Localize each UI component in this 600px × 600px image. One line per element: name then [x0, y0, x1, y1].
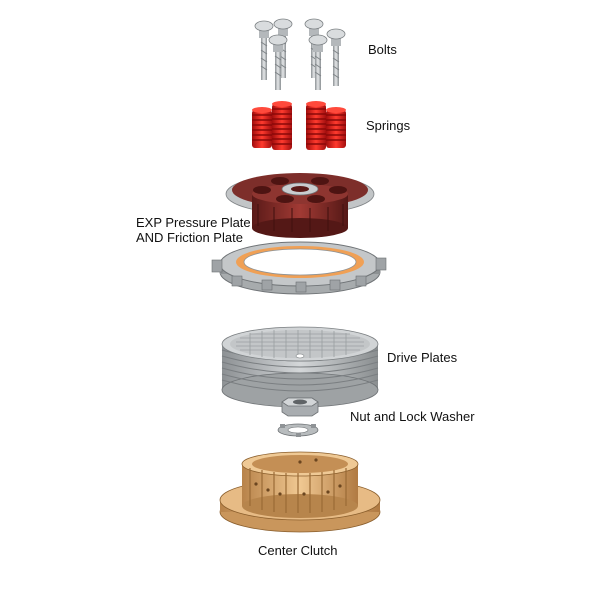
friction-plate — [211, 241, 387, 295]
drive-plates-stack — [221, 326, 379, 408]
nut — [281, 397, 319, 417]
drive-plates-label: Drive Plates — [387, 350, 458, 365]
bolt — [308, 34, 328, 90]
spring — [326, 107, 346, 148]
spring — [272, 101, 292, 150]
springs-group — [252, 101, 346, 150]
bolts-group — [254, 18, 346, 90]
bolt — [326, 28, 346, 86]
spring — [306, 101, 326, 150]
center-clutch — [219, 451, 381, 533]
spring — [252, 107, 272, 148]
bolts-label: Bolts — [368, 42, 397, 57]
friction-plate-label: AND Friction Plate — [136, 230, 243, 245]
exp-pressure-plate-label: EXP Pressure Plate — [136, 215, 251, 230]
pressure-plate — [225, 173, 375, 238]
lock-washer — [277, 423, 319, 437]
bolt — [268, 34, 288, 90]
center-clutch-label: Center Clutch — [258, 543, 338, 558]
bolt — [254, 20, 274, 80]
nut-and-lock-washer — [277, 397, 319, 437]
springs-label: Springs — [366, 118, 411, 133]
nut-and-lock-washer-label: Nut and Lock Washer — [350, 409, 475, 424]
